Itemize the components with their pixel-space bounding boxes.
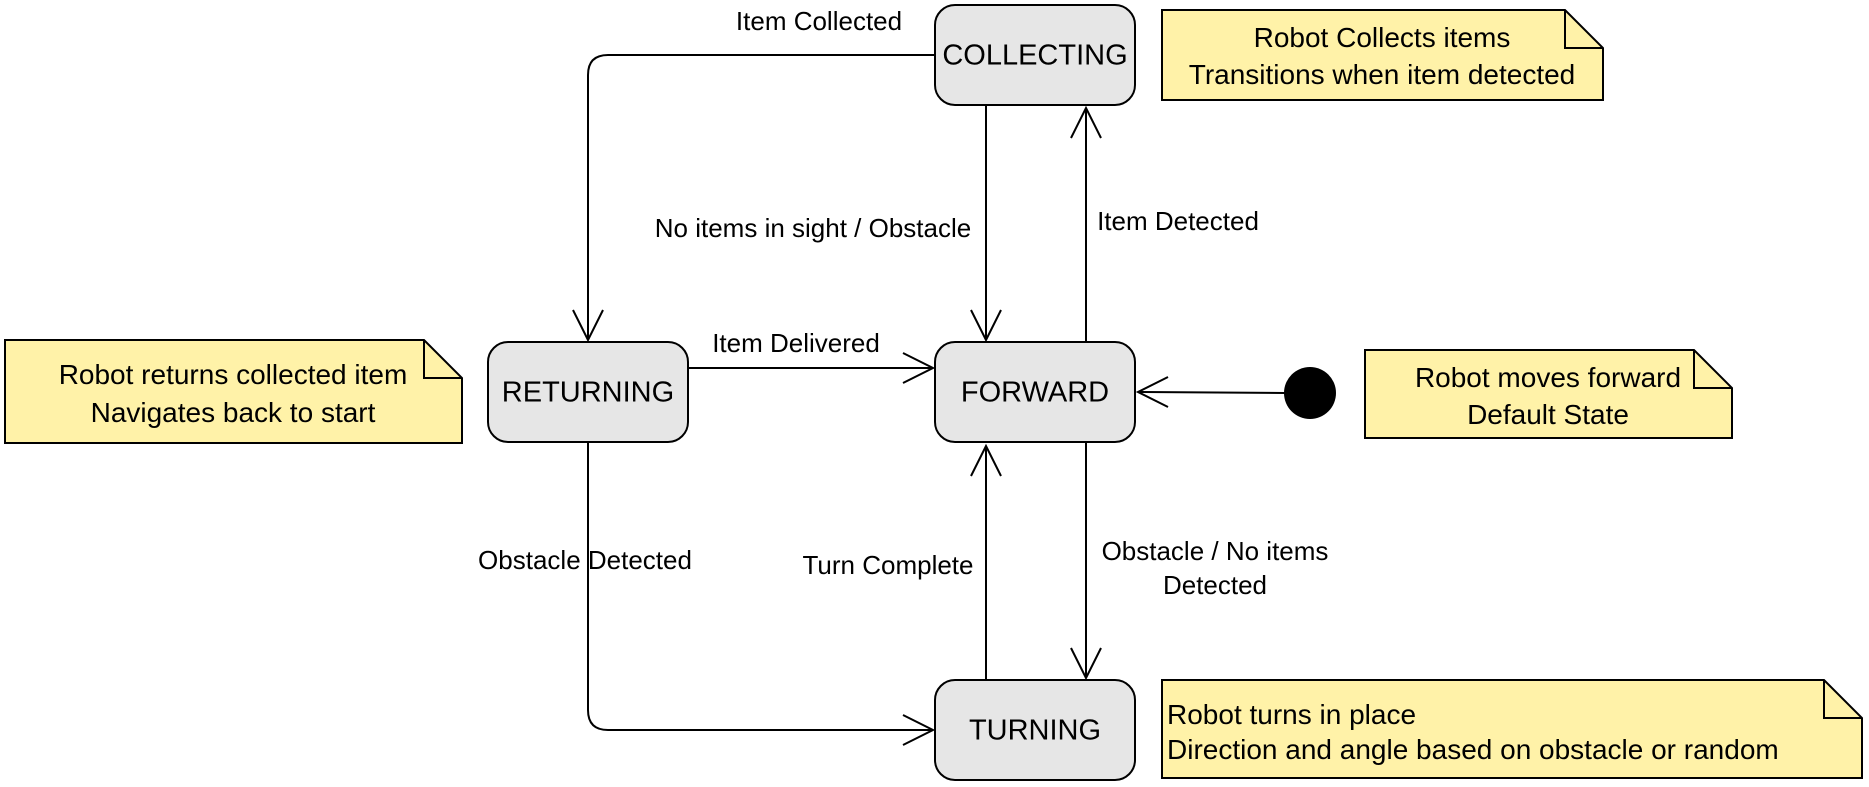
label-obstacle-detected: Obstacle Detected <box>478 545 692 575</box>
state-returning[interactable]: RETURNING <box>487 341 689 443</box>
initial-state-dot <box>1284 367 1336 419</box>
state-returning-label: RETURNING <box>502 377 674 409</box>
label-obstacle-no-items-line1: Obstacle / No items <box>1102 536 1329 566</box>
state-turning-label: TURNING <box>969 715 1101 747</box>
note-returning-line2: Navigates back to start <box>91 397 376 428</box>
state-turning[interactable]: TURNING <box>934 679 1136 781</box>
arrowhead-forward-top <box>970 309 1002 343</box>
label-item-delivered: Item Delivered <box>712 328 880 358</box>
state-collecting[interactable]: COLLECTING <box>934 4 1136 106</box>
edge-initial-to-forward <box>1137 391 1286 394</box>
arrowhead-collecting-bottom <box>1070 105 1102 139</box>
state-forward[interactable]: FORWARD <box>934 341 1136 443</box>
edge-collecting-to-returning <box>587 54 935 339</box>
arrowhead-turning-left <box>902 714 936 746</box>
note-turning: Robot turns in place Direction and angle… <box>1161 679 1863 779</box>
note-forward-line1: Robot moves forward <box>1415 362 1681 393</box>
note-turning-line2: Direction and angle based on obstacle or… <box>1167 734 1779 765</box>
label-obstacle-no-items-line2: Detected <box>1163 570 1267 600</box>
arrowhead-forward-left <box>902 352 936 384</box>
edge-returning-to-turning <box>587 442 933 731</box>
note-collecting: Robot Collects items Transitions when it… <box>1161 9 1604 101</box>
label-no-items-obstacle: No items in sight / Obstacle <box>655 213 971 243</box>
label-item-detected: Item Detected <box>1097 206 1259 236</box>
state-forward-label: FORWARD <box>961 377 1109 409</box>
arrowhead-turning-top <box>1070 647 1102 681</box>
arrowhead-returning-top <box>572 309 604 343</box>
note-returning: Robot returns collected item Navigates b… <box>4 339 463 444</box>
label-turn-complete: Turn Complete <box>803 550 974 580</box>
note-collecting-line2: Transitions when item detected <box>1189 59 1576 90</box>
note-turning-line1: Robot turns in place <box>1167 699 1416 730</box>
note-collecting-line1: Robot Collects items <box>1254 22 1511 53</box>
note-forward-line2: Default State <box>1467 399 1629 430</box>
note-forward: Robot moves forward Default State <box>1364 349 1733 439</box>
state-collecting-label: COLLECTING <box>942 40 1127 72</box>
label-item-collected: Item Collected <box>736 6 902 36</box>
arrowhead-forward-right <box>1135 376 1169 408</box>
arrowhead-forward-bottom <box>970 443 1002 477</box>
note-returning-line1: Robot returns collected item <box>59 359 408 390</box>
